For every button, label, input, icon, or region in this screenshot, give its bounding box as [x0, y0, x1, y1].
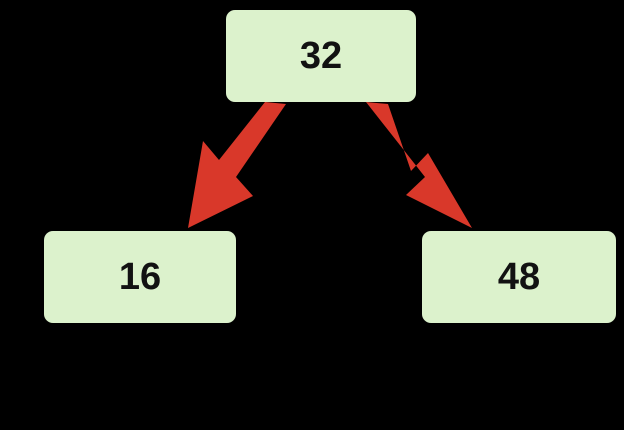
node-16-label: 16 [118, 256, 162, 298]
edge-32-to-16-arrow [188, 102, 286, 228]
node-48[interactable]: 48 [422, 231, 616, 323]
node-48-label: 48 [497, 256, 541, 298]
node-32-label: 32 [299, 35, 343, 77]
edge-32-to-48-arrow [366, 102, 472, 228]
node-16[interactable]: 16 [44, 231, 236, 323]
node-32[interactable]: 32 [226, 10, 416, 102]
